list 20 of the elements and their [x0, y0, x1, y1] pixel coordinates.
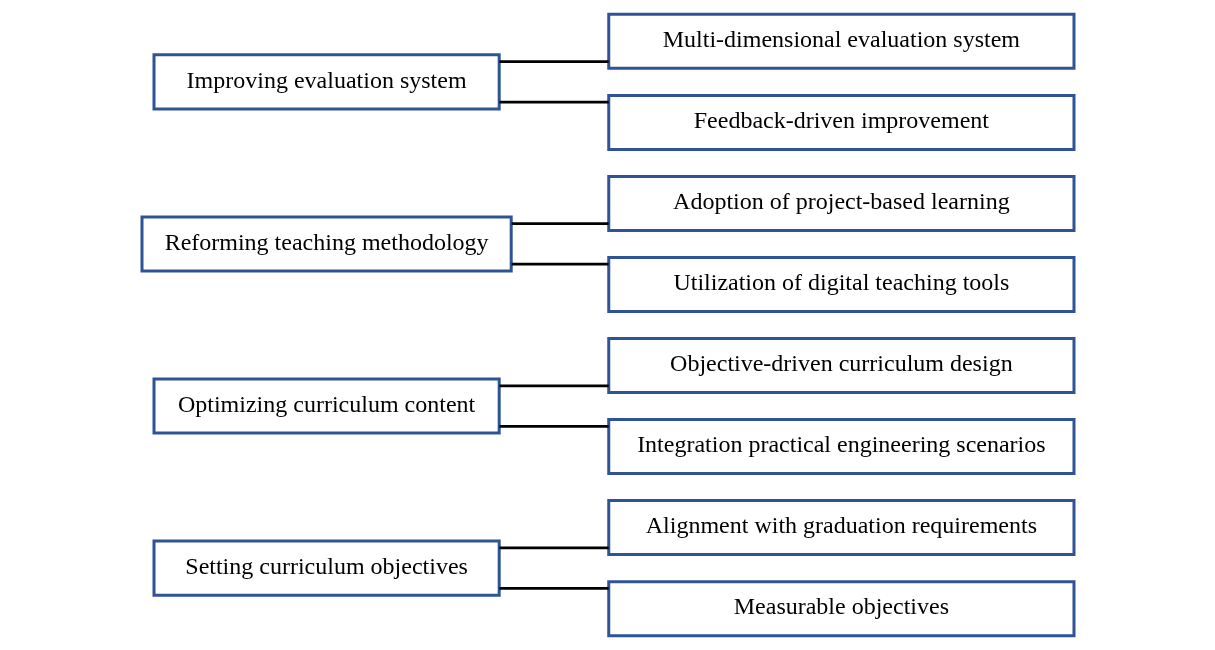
connector	[498, 384, 609, 388]
node-box: Improving evaluation system	[152, 53, 501, 111]
connector	[498, 60, 609, 63]
node-box: Integration practical engineering scenarios	[606, 418, 1075, 476]
connector	[498, 100, 609, 104]
node-box: Feedback-driven improvement	[606, 93, 1075, 151]
node-box: Alignment with graduation requirements	[606, 499, 1075, 557]
connector	[511, 262, 609, 266]
node-box: Measurable objectives	[606, 580, 1075, 638]
connector	[498, 424, 609, 428]
node-box: Adoption of project-based learning	[606, 174, 1075, 232]
connector	[498, 587, 609, 590]
node-box: Utilization of digital teaching tools	[606, 255, 1075, 313]
node-box: Objective-driven curriculum design	[606, 337, 1075, 395]
node-box: Setting curriculum objectives	[152, 539, 501, 597]
node-box: Optimizing curriculum content	[152, 377, 501, 435]
node-box: Multi-dimensional evaluation system	[606, 12, 1075, 70]
connector	[511, 222, 609, 226]
connector	[498, 546, 609, 550]
node-box: Reforming teaching methodology	[140, 215, 513, 273]
